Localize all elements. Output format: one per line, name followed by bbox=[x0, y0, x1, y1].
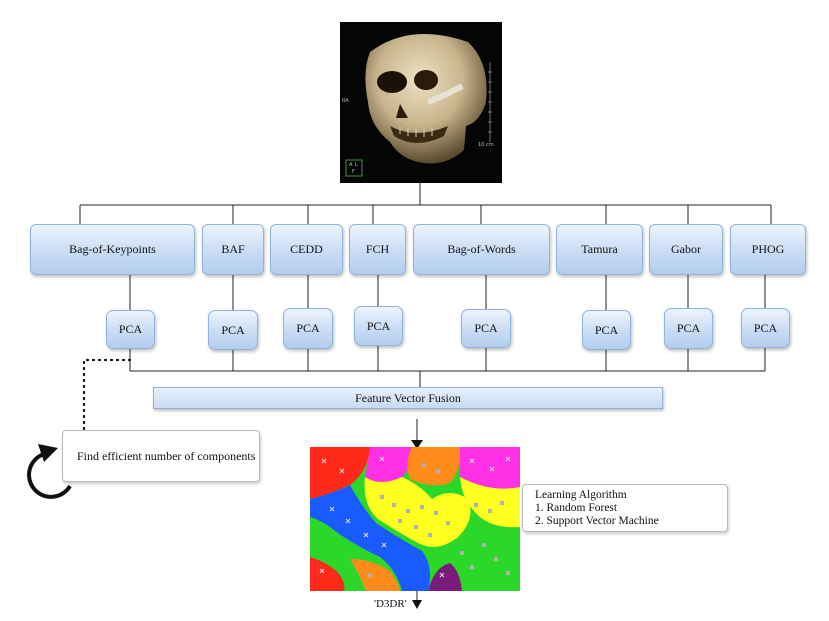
output-caption: 'D3DR' bbox=[374, 598, 407, 610]
pca-box-1: PCA bbox=[106, 310, 155, 349]
pca-box-4: PCA bbox=[354, 306, 403, 346]
pca-box-2: PCA bbox=[208, 310, 258, 350]
descriptor-fch: FCH bbox=[349, 224, 406, 275]
pca-box-5: PCA bbox=[461, 309, 511, 348]
descriptor-cedd: CEDD bbox=[270, 224, 343, 275]
find-components-box: Find efficient number of components bbox=[62, 430, 260, 482]
descriptor-phog: PHOG bbox=[730, 224, 806, 275]
pca-box-6: PCA bbox=[582, 310, 631, 350]
feature-vector-fusion: Feature Vector Fusion bbox=[153, 387, 663, 409]
find-components-label: Find efficient number of components bbox=[77, 448, 256, 463]
ct-orient-f: F bbox=[352, 169, 355, 175]
ct-orient-a: A bbox=[349, 162, 353, 168]
dotted-feedback-line bbox=[82, 358, 132, 432]
learning-algorithm-box: Learning Algorithm 1. Random Forest 2. S… bbox=[522, 484, 728, 532]
decision-region-map bbox=[310, 447, 520, 591]
learning-title: Learning Algorithm bbox=[535, 489, 627, 501]
descriptor-baf: BAF bbox=[202, 224, 264, 275]
descriptor-bag-of-keypoints: Bag-of-Keypoints bbox=[30, 224, 195, 275]
ct-skull-image: 10 cm RA A L F bbox=[340, 22, 502, 183]
descriptor-tamura: Tamura bbox=[556, 224, 643, 275]
ct-scale-label: 10 cm bbox=[478, 142, 494, 148]
ct-side-marker: RA bbox=[342, 98, 349, 104]
descriptor-gabor: Gabor bbox=[649, 224, 723, 275]
pca-box-7: PCA bbox=[664, 308, 713, 349]
pca-box-3: PCA bbox=[283, 308, 333, 349]
descriptor-bag-of-words: Bag-of-Words bbox=[413, 224, 550, 275]
pca-box-8: PCA bbox=[741, 308, 790, 348]
learning-item-random-forest: 1. Random Forest bbox=[535, 502, 618, 514]
loop-arrow-icon bbox=[27, 444, 72, 499]
learning-item-svm: 2. Support Vector Machine bbox=[535, 515, 659, 527]
ct-orient-l: L bbox=[355, 162, 358, 168]
